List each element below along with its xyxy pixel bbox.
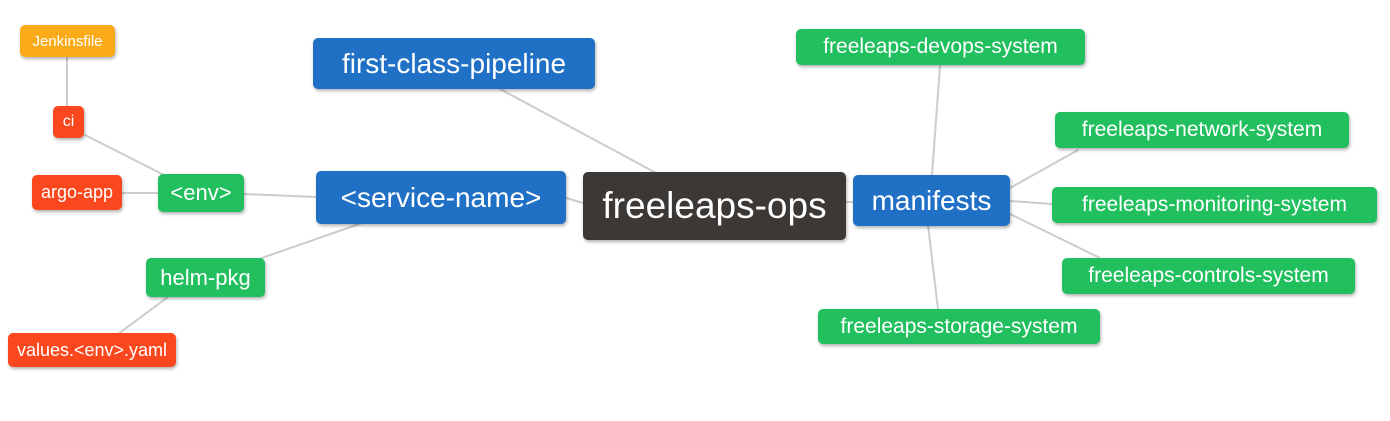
node-env[interactable]: <env> [158,174,244,212]
node-freeleaps-storage-system[interactable]: freeleaps-storage-system [818,309,1100,344]
node-argo-app[interactable]: argo-app [32,175,122,210]
edge-service-name-helm-pkg [255,222,363,261]
node-helm-pkg[interactable]: helm-pkg [146,258,265,297]
edge-pipeline-freeleaps-ops [499,88,659,175]
edge-env-service-name [243,193,317,198]
node-service-name[interactable]: <service-name> [316,171,566,224]
node-values-env-yaml[interactable]: values.<env>.yaml [8,333,176,367]
edge-helm-pkg-values-yaml [117,296,169,335]
edge-manifests-network [1009,149,1079,189]
node-freeleaps-devops-system[interactable]: freeleaps-devops-system [796,29,1085,65]
edge-manifests-devops [931,65,941,176]
node-freeleaps-monitoring-system[interactable]: freeleaps-monitoring-system [1052,187,1377,223]
edge-manifests-storage [927,224,939,310]
edge-service-name-freeleaps-ops [565,197,584,204]
node-jenkinsfile[interactable]: Jenkinsfile [20,25,115,57]
edge-ci-env [84,134,171,179]
node-first-class-pipeline[interactable]: first-class-pipeline [313,38,595,89]
node-freeleaps-controls-system[interactable]: freeleaps-controls-system [1062,258,1355,294]
node-freeleaps-ops-root[interactable]: freeleaps-ops [583,172,846,240]
edge-manifests-monitoring [1009,200,1053,205]
node-ci[interactable]: ci [53,106,84,138]
edge-manifests-controls [1009,213,1101,259]
node-manifests[interactable]: manifests [853,175,1010,226]
node-freeleaps-network-system[interactable]: freeleaps-network-system [1055,112,1349,148]
